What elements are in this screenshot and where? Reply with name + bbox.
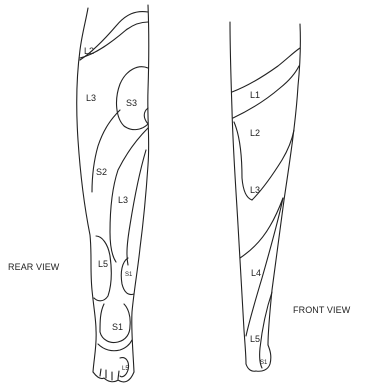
rear-label-l2: L2: [84, 46, 94, 56]
front-s1-boundary: [260, 292, 272, 368]
rear-s2-boundary: [92, 110, 120, 192]
rear-view-caption: REAR VIEW: [8, 262, 60, 272]
front-l4-right-boundary: [246, 198, 283, 336]
rear-label-l3-upper: L3: [86, 93, 96, 103]
rear-label-s-small: S1: [125, 272, 133, 278]
front-label-l4: L4: [251, 268, 261, 278]
rear-foot: [93, 372, 134, 382]
front-leg: [230, 22, 300, 371]
rear-label-s1: S1: [112, 322, 123, 332]
front-foot: [246, 345, 271, 371]
rear-label-l5-foot: L5: [122, 366, 129, 372]
rear-label-l3-lower: L3: [118, 195, 128, 205]
front-view-caption: FRONT VIEW: [293, 305, 351, 315]
rear-l3-lower-boundary: [110, 128, 148, 262]
rear-leg-left-contour: [77, 8, 97, 372]
rear-leg-right-contour: [132, 5, 149, 372]
rear-strip-boundary: [127, 150, 146, 265]
front-label-l1: L1: [250, 90, 260, 100]
front-label-l5: L5: [250, 334, 260, 344]
front-label-s1: S1: [260, 360, 268, 366]
rear-label-l5: L5: [98, 259, 108, 269]
front-label-l3: L3: [250, 185, 260, 195]
front-l5-boundary: [240, 198, 283, 258]
rear-label-s3: S3: [126, 98, 137, 108]
front-leg-left-contour: [230, 22, 246, 364]
front-l1-boundary: [232, 48, 300, 92]
rear-heel-line: [98, 340, 132, 351]
front-label-l2: L2: [250, 128, 260, 138]
rear-label-s2: S2: [96, 167, 107, 177]
